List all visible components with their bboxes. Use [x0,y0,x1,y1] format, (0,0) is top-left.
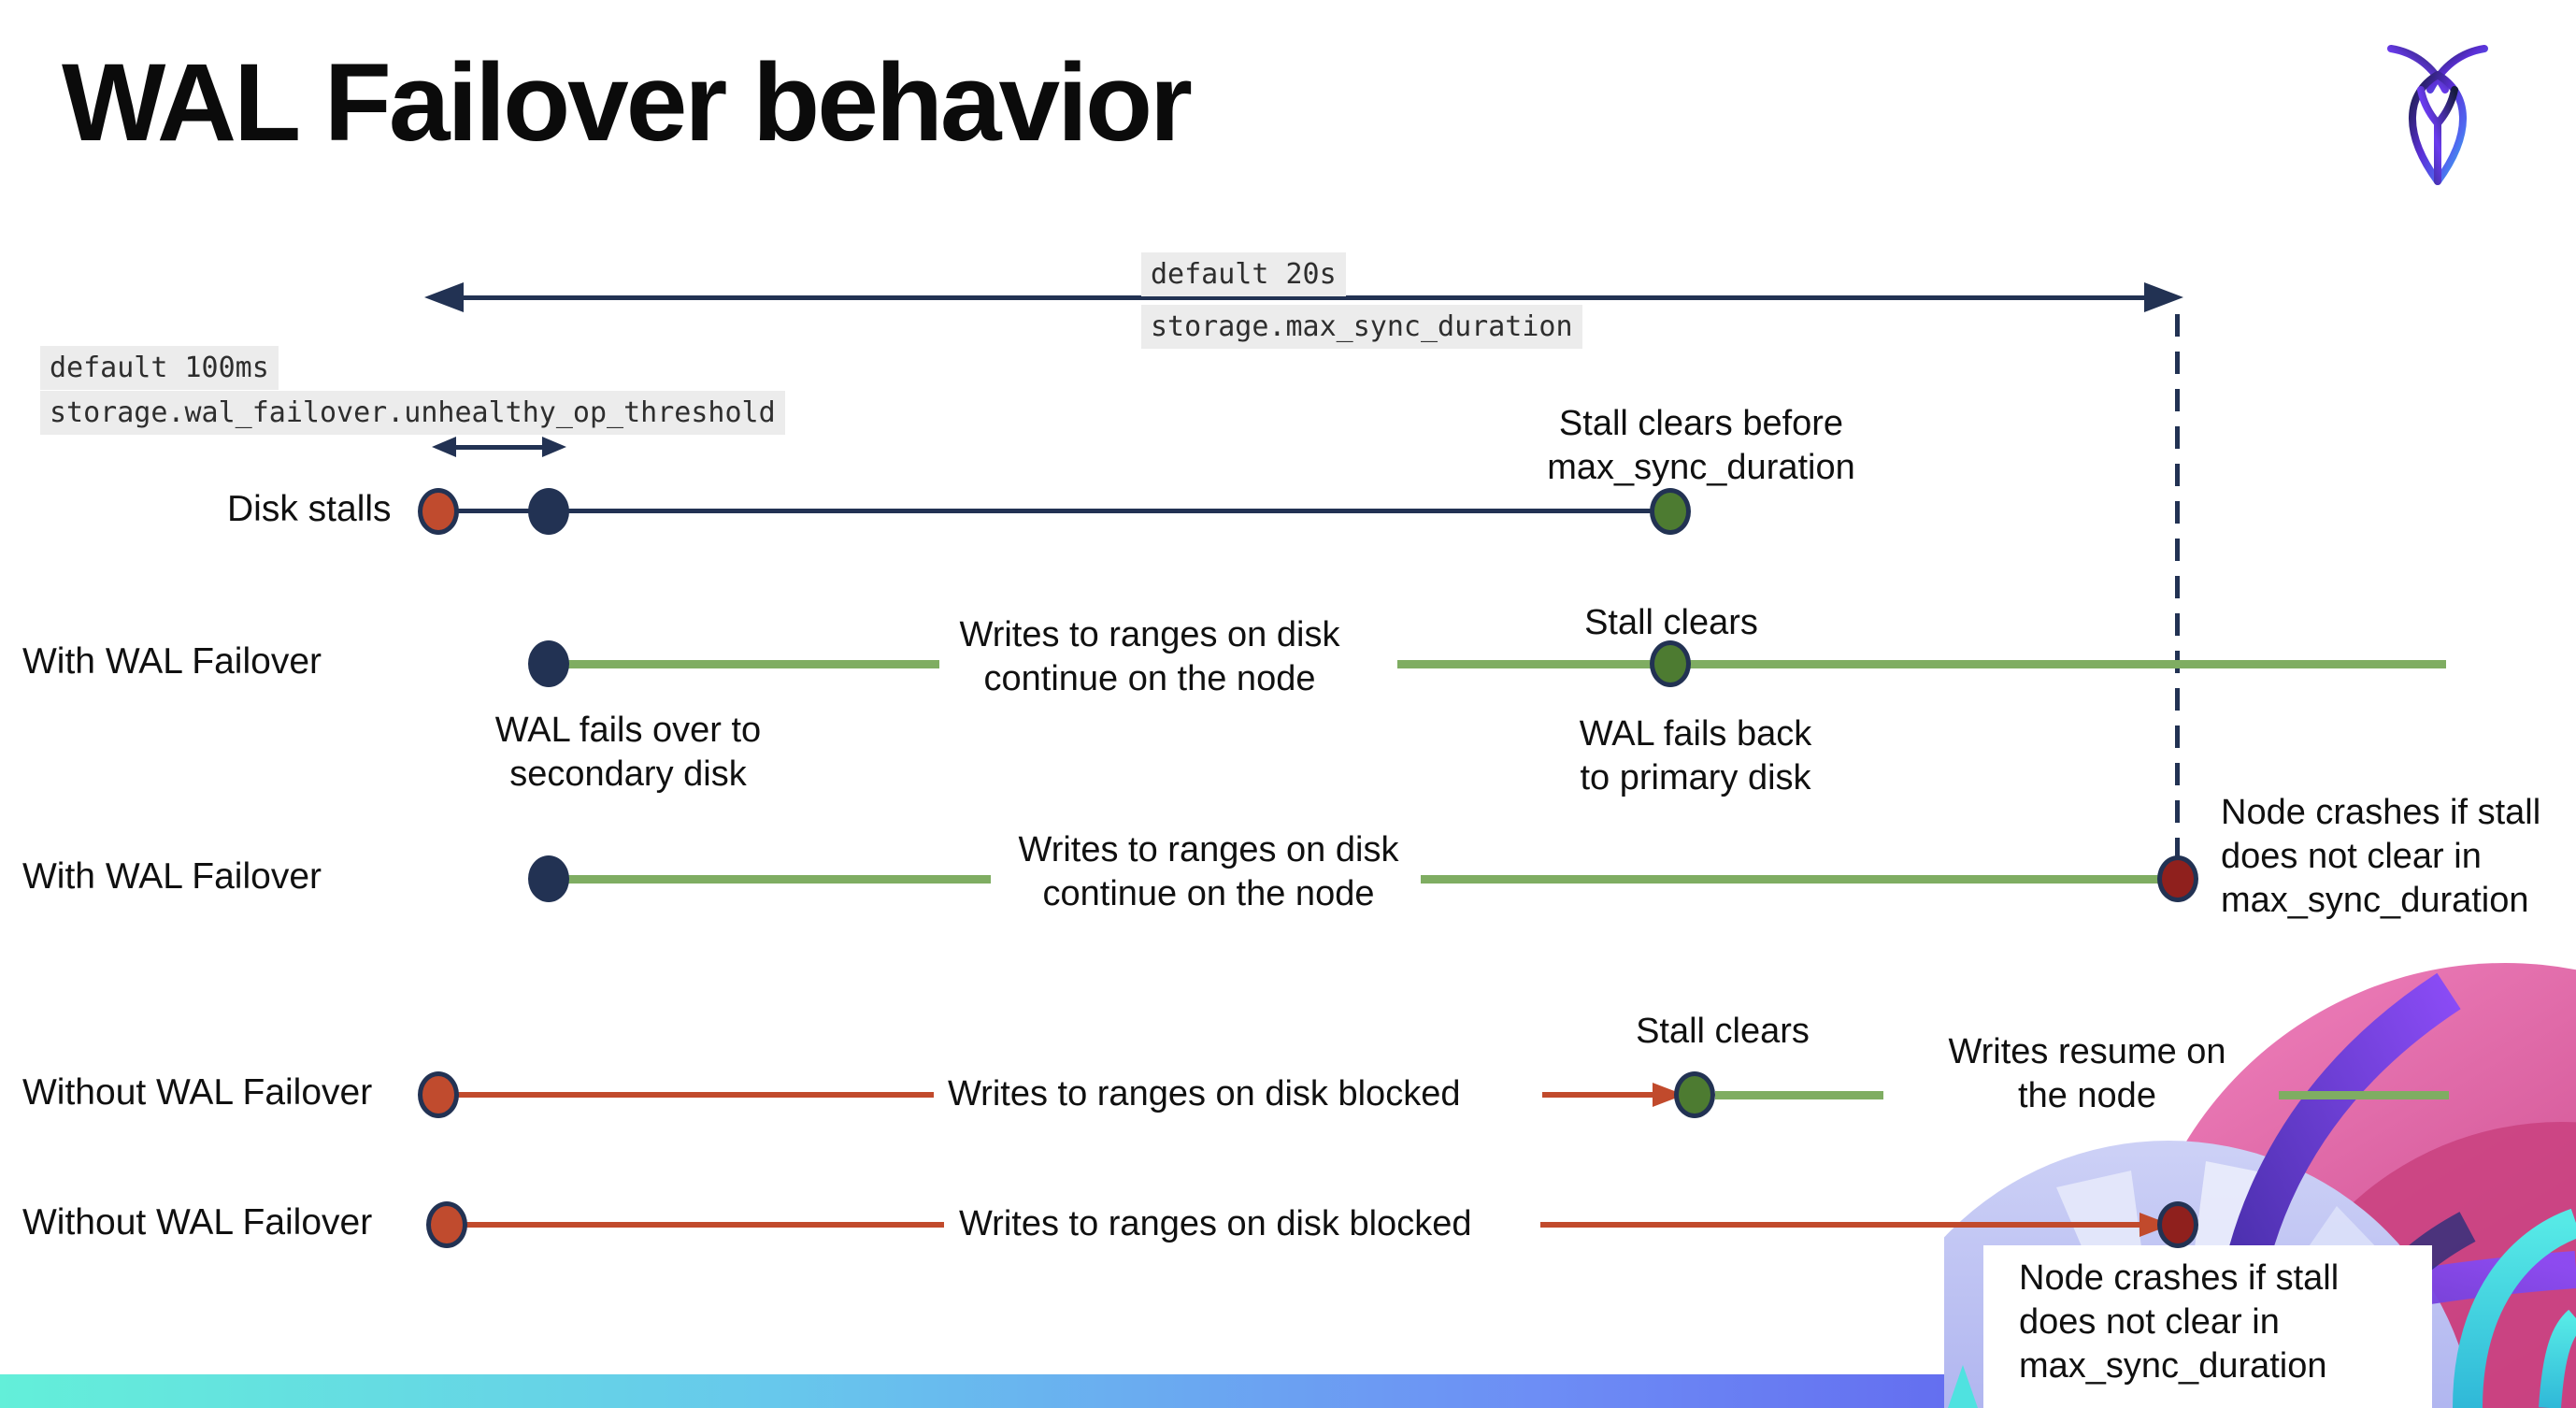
writes-continue-line-2b [1421,875,2161,884]
cockroachdb-logo-icon [2387,45,2488,185]
artwork-teal-arc [2539,1309,2576,1408]
node-crashes-note-1: Node crashes if stall does not clear in … [2221,793,2541,920]
writes-continue-line-1a [556,660,939,668]
node-crash-dot-1 [2157,855,2198,902]
small-arrowhead-left-icon [432,437,456,457]
max-sync-setting-label: storage.max_sync_duration [1141,305,1582,349]
writes-blocked-line-1 [438,1092,934,1098]
blocked-arrow-line-2 [1540,1222,2143,1228]
node-crashes-note-2: Node crashes if stall does not clear in … [2019,1258,2340,1386]
artwork-teal-arc [2453,1208,2576,1408]
wal-failover-dot-1 [528,640,569,687]
stall-clears-dot-2 [1650,640,1691,687]
wal-failover-dot-2 [528,855,569,902]
writes-blocked-line-2 [447,1222,944,1228]
writes-continue-line-1b [1397,660,2446,668]
row-label-with-wal-failover-2: With WAL Failover [22,856,322,897]
stall-start-dot-2 [426,1201,467,1248]
writes-continue-note-2: Writes to ranges on disk continue on the… [1018,830,1399,913]
artwork-teal-sliver [1948,1365,1978,1408]
unhealthy-op-default-label: default 100ms [40,346,279,390]
row-label-without-wal-failover-2: Without WAL Failover [22,1202,373,1243]
max-sync-default-label: default 20s [1141,252,1346,296]
writes-continue-note-1: Writes to ranges on disk continue on the… [959,615,1340,698]
arrowhead-left-icon [424,282,464,312]
stall-clears-dot-3 [1674,1071,1715,1118]
page-title: WAL Failover behavior [62,41,1193,165]
wal-fails-back-note: WAL fails back to primary disk [1579,714,1812,797]
unhealthy-op-span-line [447,445,551,450]
disk-stall-timeline [438,509,1670,513]
logo-antenna-left [2387,45,2449,93]
logo-wings [2417,86,2458,185]
stall-start-dot-1 [418,1071,459,1118]
row-label-disk-stalls: Disk stalls [227,489,392,529]
writes-blocked-note-2: Writes to ranges on disk blocked [959,1204,1472,1243]
logo-antenna-right [2426,45,2488,93]
max-sync-duration-span-line [439,295,2157,300]
writes-blocked-note-1: Writes to ranges on disk blocked [948,1074,1461,1113]
unhealthy-op-setting-label: storage.wal_failover.unhealthy_op_thresh… [40,391,785,435]
failover-threshold-dot [528,488,569,535]
node-crashes-callout: Node crashes if stall does not clear in … [1983,1245,2432,1408]
stall-clears-dot [1650,488,1691,535]
writes-resume-line-1a [1715,1091,1883,1099]
stall-clears-note-2: Stall clears [1636,1012,1810,1051]
blocked-arrow-line-1 [1542,1092,1656,1098]
node-crash-dot-2 [2157,1201,2198,1248]
row-label-with-wal-failover-1: With WAL Failover [22,641,322,682]
small-arrowhead-right-icon [542,437,566,457]
max-sync-deadline-dashed-line [2175,314,2180,856]
writes-resume-line-1b [2279,1091,2449,1099]
stall-clears-note-1: Stall clears [1584,603,1758,642]
writes-resume-note: Writes resume on the node [1948,1032,2226,1115]
arrowhead-right-icon [2144,282,2183,312]
wal-fails-over-note: WAL fails over to secondary disk [494,711,762,794]
disk-stall-start-dot [418,488,459,535]
stall-clears-before-note: Stall clears before max_sync_duration [1547,404,1855,487]
writes-continue-line-2a [556,875,991,884]
row-label-without-wal-failover-1: Without WAL Failover [22,1072,373,1113]
